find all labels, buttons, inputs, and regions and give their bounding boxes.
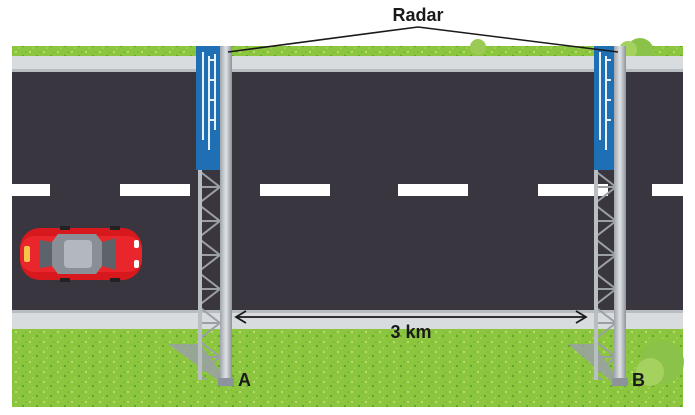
car-icon [20, 226, 142, 282]
point-b-label: B [632, 370, 645, 390]
radar-gantry-b [568, 46, 628, 386]
bush-bottom-right [636, 340, 684, 386]
top-sidewalk [12, 56, 683, 70]
lane-markings [12, 184, 683, 196]
distance-arrow [234, 310, 588, 324]
point-a-label: A [238, 370, 251, 390]
distance-label: 3 km [390, 322, 431, 342]
radar-pointer-lines [227, 26, 619, 53]
top-grass [12, 46, 683, 56]
radar-label: Radar [392, 5, 443, 25]
sign-panel-b [594, 46, 614, 170]
bottom-grass [12, 329, 683, 407]
radar-gantry-a [168, 46, 234, 386]
